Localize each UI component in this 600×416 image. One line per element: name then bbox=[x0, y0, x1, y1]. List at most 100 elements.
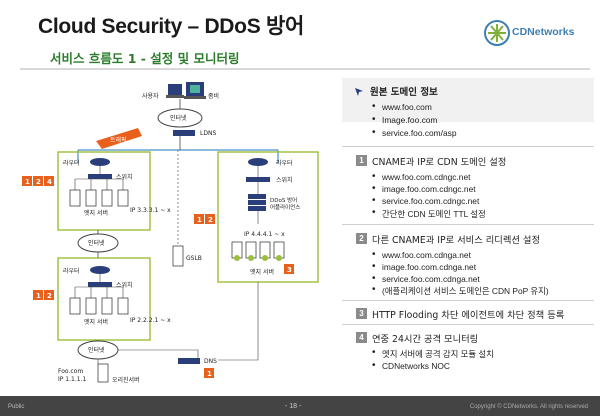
edge-servers-left1 bbox=[69, 189, 129, 207]
pop-box-right bbox=[217, 151, 319, 283]
switch-left1-label: 스위치 bbox=[116, 173, 133, 181]
svg-text:2: 2 bbox=[208, 216, 213, 224]
badge-group-right: 1 2 bbox=[194, 214, 215, 224]
origin-ip-label: IP 1.1.1.1 bbox=[58, 376, 86, 383]
slide-subtitle: 서비스 흐름도 1 - 설정 및 모니터링 bbox=[50, 51, 240, 66]
step-2-title: 다른 CNAME과 IP로 서비스 리디렉션 설정 bbox=[372, 235, 541, 246]
edge-servers-right bbox=[231, 241, 285, 261]
header-divider bbox=[20, 68, 590, 70]
switch-left2-label: 스위치 bbox=[116, 281, 133, 289]
ip-left1-label: IP 3.3.3.1 ~ x bbox=[130, 207, 171, 214]
origin-domain-label: Foo.com bbox=[58, 368, 83, 375]
section-divider bbox=[342, 300, 594, 301]
router-icon-left2 bbox=[90, 266, 110, 274]
copyright-text: Copyright © CDNetworks. All rights reser… bbox=[469, 404, 588, 410]
section-divider bbox=[342, 146, 594, 147]
step-1-number: 1 bbox=[356, 155, 367, 166]
internet-top-label: 인터넷 bbox=[170, 114, 187, 122]
edge-server-left1-label: 엣지 서버 bbox=[84, 209, 108, 217]
pop-box-left2 bbox=[57, 257, 151, 341]
brand-name: CDNetworks bbox=[512, 26, 575, 38]
router-left2-label: 라우터 bbox=[63, 267, 80, 275]
zombie-icon bbox=[184, 82, 206, 99]
switch-icon-left2 bbox=[88, 282, 112, 287]
svg-text:2: 2 bbox=[36, 178, 41, 186]
network-diagram: 사용자 좀비 인터넷 LDNS 트래픽 라우터 스위치 bbox=[22, 82, 319, 384]
badge-group-left1: 1 2 4 bbox=[22, 176, 54, 186]
switch-right-label: 스위치 bbox=[276, 176, 293, 184]
origin-item: service.foo.com/asp bbox=[372, 127, 457, 138]
dns-label: DNS bbox=[204, 358, 217, 365]
traffic-arrow bbox=[96, 128, 142, 149]
cdnetworks-logo bbox=[484, 20, 510, 46]
badge-edge: 3 bbox=[284, 264, 294, 274]
pop-box-left1 bbox=[57, 151, 151, 231]
svg-text:1: 1 bbox=[207, 370, 212, 378]
router-right-label: 라우터 bbox=[276, 159, 293, 167]
step-2-item: service.foo.com.cdnga.net bbox=[372, 273, 480, 284]
ddos-appliance-icon bbox=[248, 194, 266, 211]
step-4-title: 연중 24시간 공격 모니터링 bbox=[372, 334, 479, 345]
svg-text:1: 1 bbox=[197, 216, 202, 224]
origin-server-label: 오리진서버 bbox=[112, 376, 140, 384]
dns-icon bbox=[178, 358, 200, 364]
ip-left2-label: IP 2.2.2.1 ~ x bbox=[130, 317, 171, 324]
slide-title: Cloud Security – DDoS 방어 bbox=[38, 15, 304, 38]
zombie-label: 좀비 bbox=[208, 92, 219, 100]
step-2-note: (애플리케이션 서비스 도메인은 CDN PoP 유지) bbox=[372, 284, 549, 297]
svg-text:4: 4 bbox=[47, 178, 52, 186]
edge-servers-left2 bbox=[69, 297, 129, 315]
step-3-number: 3 bbox=[356, 308, 367, 319]
internet-bottom-label: 인터넷 bbox=[88, 346, 105, 354]
step-1-item: 간단한 CDN 도메인 TTL 설정 bbox=[372, 207, 486, 220]
step-1-item: www.foo.com.cdngc.net bbox=[372, 171, 471, 182]
switch-icon-left1 bbox=[88, 174, 112, 179]
section-divider bbox=[342, 324, 594, 325]
step-2-item: image.foo.com.cdnga.net bbox=[372, 261, 476, 272]
info-panel: 원본 도메인 정보 www.foo.com Image.foo.com serv… bbox=[342, 78, 594, 388]
router-icon-right bbox=[248, 158, 268, 166]
origin-item: Image.foo.com bbox=[372, 114, 437, 125]
edge-server-right-label: 엣지 서버 bbox=[250, 268, 274, 276]
ddos-appliance-line2: 어플라이언스 bbox=[270, 203, 300, 211]
step-2-item: www.foo.com.cdnga.net bbox=[372, 249, 471, 260]
pin-icon bbox=[355, 88, 363, 96]
page-number: - 18 - bbox=[285, 403, 302, 410]
internet-mid-label: 인터넷 bbox=[88, 239, 105, 247]
step-1-item: service.foo.com.cdngc.net bbox=[372, 195, 479, 206]
traffic-label: 트래픽 bbox=[110, 136, 127, 144]
step-1-title: CNAME과 IP로 CDN 도메인 설정 bbox=[372, 157, 507, 168]
footer-bar bbox=[0, 396, 600, 416]
router-icon-left1 bbox=[90, 158, 110, 166]
edge-server-left2-label: 엣지 서버 bbox=[84, 318, 108, 326]
step-4-item: CDNetworks NOC bbox=[372, 360, 450, 371]
step-4-number: 4 bbox=[356, 332, 367, 343]
switch-icon-right bbox=[246, 177, 270, 182]
user-icon bbox=[166, 84, 184, 98]
user-label: 사용자 bbox=[142, 92, 159, 100]
svg-text:1: 1 bbox=[36, 292, 41, 300]
badge-group-left2: 1 2 bbox=[33, 290, 54, 300]
section-divider bbox=[342, 224, 594, 225]
step-3-title: HTTP Flooding 차단 에이전트에 차단 정책 등록 bbox=[372, 310, 565, 321]
ddos-appliance-line1: DDoS 방어 bbox=[270, 196, 297, 204]
svg-text:3: 3 bbox=[287, 266, 292, 274]
ddos-appliance-label: DDoS 방어 어플라이언스 bbox=[270, 196, 300, 211]
gslb-label: GSLB bbox=[186, 255, 202, 262]
step-4-item: 엣지 서버에 공격 감지 모듈 설치 bbox=[372, 347, 494, 360]
origin-server-icon bbox=[97, 363, 109, 383]
ldns-icon bbox=[173, 130, 195, 136]
origin-title: 원본 도메인 정보 bbox=[370, 87, 438, 98]
ldns-label: LDNS bbox=[200, 130, 216, 137]
origin-item: www.foo.com bbox=[372, 101, 432, 112]
gslb-icon bbox=[172, 245, 184, 267]
svg-text:2: 2 bbox=[47, 292, 52, 300]
svg-text:1: 1 bbox=[25, 178, 30, 186]
router-left1-label: 라우터 bbox=[63, 159, 80, 167]
step-1-item: image.foo.com.cdngc.net bbox=[372, 183, 476, 194]
ip-right-label: IP 4.4.4.1 ~ x bbox=[244, 231, 285, 238]
badge-dns: 1 bbox=[204, 368, 214, 378]
footer-label: Public bbox=[8, 404, 25, 410]
step-2-number: 2 bbox=[356, 233, 367, 244]
